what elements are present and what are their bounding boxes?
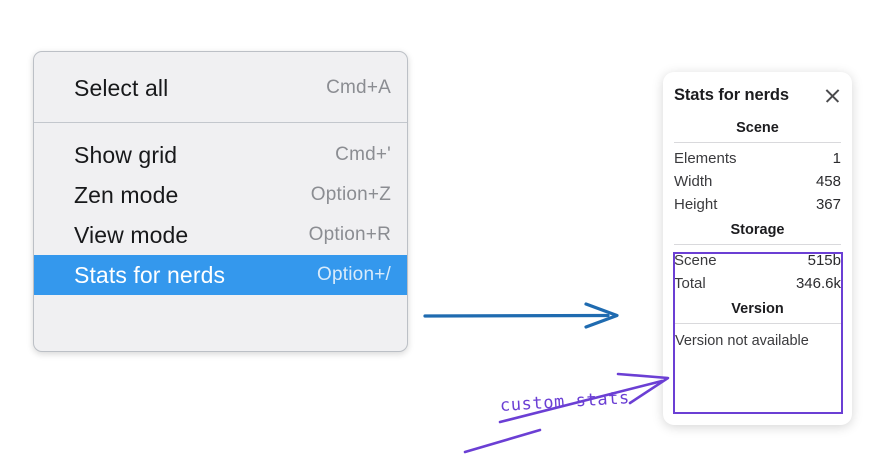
context-menu[interactable]: Select all Cmd+A Show grid Cmd+' Zen mod… [33, 51, 408, 352]
stat-label: Scene [674, 252, 717, 269]
stat-row-height: Height 367 [674, 193, 841, 216]
menu-item-shortcut: Option+R [308, 224, 391, 245]
menu-item-shortcut: Option+Z [310, 184, 391, 205]
stat-label: Elements [674, 150, 737, 167]
section-title-version: Version [731, 301, 784, 317]
menu-item-shortcut: Cmd+' [335, 144, 391, 165]
menu-item-show-grid[interactable]: Show grid Cmd+' [34, 135, 407, 175]
menu-item-zen-mode[interactable]: Zen mode Option+Z [34, 175, 407, 215]
menu-item-shortcut: Cmd+A [326, 77, 391, 98]
section-title-scene: Scene [736, 120, 779, 136]
flow-arrow-icon [423, 302, 619, 329]
context-menu-group-2: Show grid Cmd+' Zen mode Option+Z View m… [34, 122, 407, 309]
menu-item-label: Show grid [74, 141, 178, 168]
menu-item-label: Zen mode [74, 181, 179, 208]
menu-item-label: Stats for nerds [74, 261, 226, 288]
stat-value: 367 [815, 196, 841, 213]
stat-label: Width [674, 173, 713, 190]
menu-item-view-mode[interactable]: View mode Option+R [34, 215, 407, 255]
menu-item-select-all[interactable]: Select all Cmd+A [34, 68, 407, 108]
menu-item-shortcut: Option+/ [317, 264, 391, 285]
section-divider [674, 142, 841, 143]
section-divider [674, 323, 841, 324]
menu-item-stats-for-nerds[interactable]: Stats for nerds Option+/ [34, 255, 407, 295]
stat-row-storage-scene: Scene 515b [674, 249, 841, 272]
panel-title: Stats for nerds [674, 85, 789, 104]
stat-value: 458 [815, 173, 841, 190]
stats-for-nerds-panel: Stats for nerds Scene Elements 1 Width 4… [663, 72, 852, 425]
stat-value: 1 [832, 150, 841, 167]
stat-row-width: Width 458 [674, 170, 841, 193]
stat-label: Total [674, 275, 706, 292]
menu-item-label: Select all [74, 74, 169, 101]
menu-item-label: View mode [74, 221, 189, 248]
stat-value: 346.6k [795, 275, 841, 292]
close-icon[interactable] [824, 87, 841, 104]
version-not-available-text: Version not available [675, 333, 809, 349]
stat-row-storage-total: Total 346.6k [674, 272, 841, 295]
panel-header: Stats for nerds [674, 72, 841, 114]
custom-stats-pointer-icon [463, 372, 670, 454]
stat-row-elements: Elements 1 [674, 147, 841, 170]
context-menu-group-1: Select all Cmd+A [34, 52, 407, 122]
section-divider [674, 244, 841, 245]
section-title-storage: Storage [730, 222, 785, 238]
stat-label: Height [674, 196, 718, 213]
stat-value: 515b [807, 252, 841, 269]
